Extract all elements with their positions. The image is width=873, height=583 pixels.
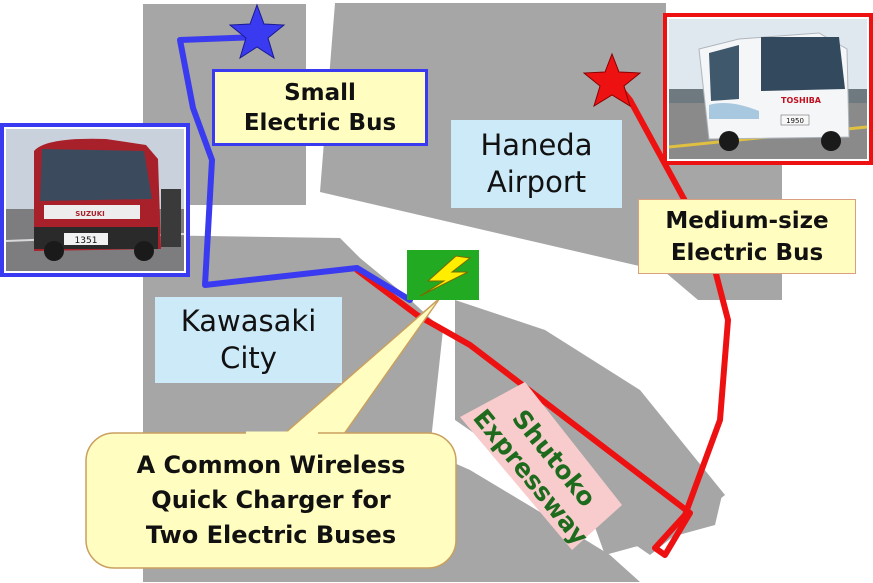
medium-bus-photo: 1950 TOSHIBA <box>669 19 867 159</box>
small-bus-brand: SUZUKI <box>75 210 105 218</box>
charger-callout-line1: A Common Wireless <box>136 451 406 479</box>
medium-bus-brand: TOSHIBA <box>781 96 822 105</box>
charger-callout-line3: Two Electric Buses <box>145 521 397 549</box>
medium-size-electric-bus-label: Medium-size Electric Bus <box>638 199 856 274</box>
charger-callout-line2: Quick Charger for <box>151 486 391 514</box>
medium-size-electric-bus-label-line2: Electric Bus <box>670 239 824 266</box>
charger-callout-text: A Common Wireless Quick Charger for Two … <box>86 433 456 568</box>
haneda-airport-label-line2: Airport <box>486 165 587 199</box>
medium-bus-plate: 1950 <box>786 117 804 125</box>
medium-size-electric-bus-label-line1: Medium-size <box>665 207 829 234</box>
small-bus-photo: 1351 SUZUKI <box>6 129 184 271</box>
haneda-airport-label-line1: Haneda <box>480 128 593 162</box>
kawasaki-city-label-line2: City <box>220 341 277 375</box>
small-bus-plate: 1351 <box>75 236 98 246</box>
kawasaki-city-label: Kawasaki City <box>155 297 342 383</box>
small-bus-route <box>177 34 413 303</box>
blue-star-icon <box>228 3 286 60</box>
lightning-bolt-icon <box>419 255 472 297</box>
expressway-label-box <box>460 382 622 550</box>
small-electric-bus-label-line1: Small <box>284 79 356 106</box>
small-electric-bus-label-line2: Electric Bus <box>243 109 397 136</box>
kawasaki-city-label-line1: Kawasaki <box>180 304 317 338</box>
small-electric-bus-label: Small Electric Bus <box>212 69 428 146</box>
red-star-icon <box>582 52 642 108</box>
haneda-airport-label: Haneda Airport <box>451 120 622 208</box>
shutoko-expressway-label: Shutoko Expressway <box>462 383 622 553</box>
